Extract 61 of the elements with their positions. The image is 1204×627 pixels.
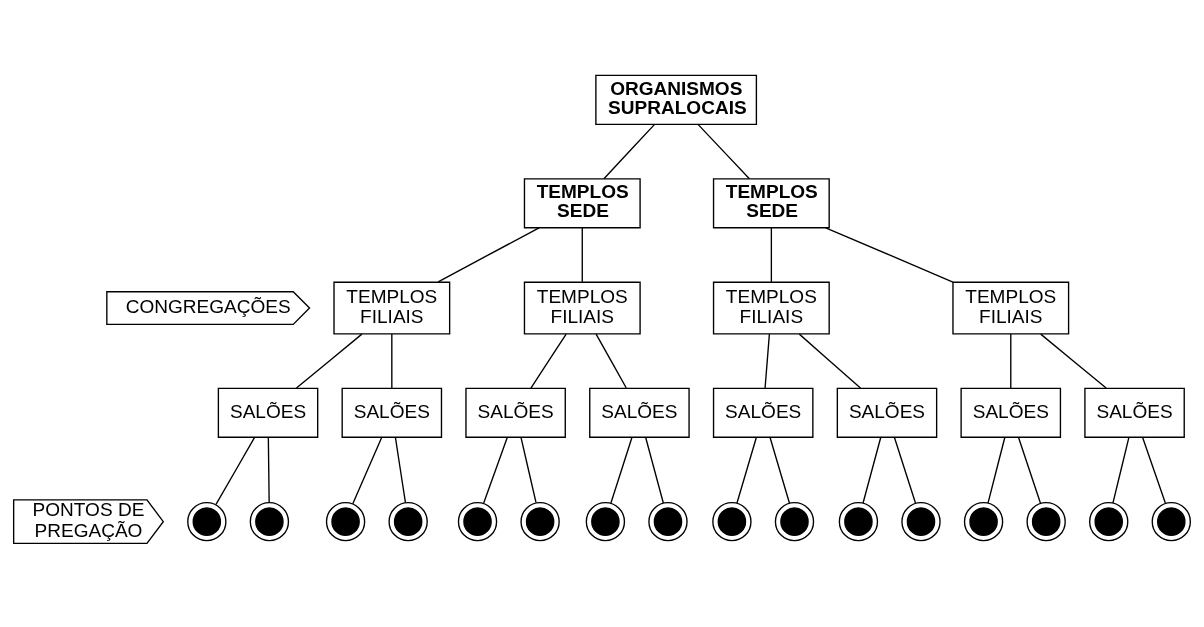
connector <box>520 437 537 504</box>
connector <box>770 227 773 283</box>
node-box: SALÕES <box>1084 387 1185 438</box>
node-circle <box>249 501 290 542</box>
connector <box>825 227 954 283</box>
node-circle <box>648 501 688 542</box>
connector <box>483 437 508 504</box>
node-box: SALÕES <box>836 387 938 438</box>
node-box: SALÕES <box>217 387 319 438</box>
connector <box>769 437 791 504</box>
node-box: ORGANISMOS SUPRALOCAIS <box>595 74 758 126</box>
node-circle <box>838 501 879 542</box>
node-circle <box>712 501 752 542</box>
node-circle <box>1089 501 1129 542</box>
connector <box>267 437 270 504</box>
node-box: TEMPLOS SEDE <box>712 178 830 229</box>
node-circle <box>774 501 815 542</box>
connector <box>603 123 656 180</box>
node-box: SALÕES <box>589 387 690 438</box>
connector <box>645 437 664 504</box>
connector <box>1040 333 1107 389</box>
connector <box>1112 437 1130 504</box>
node-box: SALÕES <box>960 387 1062 438</box>
connector <box>610 437 633 504</box>
connector <box>1017 437 1042 504</box>
node-box: SALÕES <box>341 387 443 438</box>
connector <box>352 437 383 505</box>
connector <box>215 437 256 506</box>
node-circle <box>457 501 498 542</box>
node-circle <box>388 501 428 542</box>
node-circle <box>1151 501 1191 542</box>
node-box: TEMPLOS FILIAIS <box>952 281 1070 335</box>
connector <box>1010 333 1012 389</box>
connector <box>394 437 407 504</box>
node-circle <box>187 501 227 542</box>
connector <box>893 437 917 504</box>
node-box: SALÕES <box>465 387 566 438</box>
node-box: TEMPLOS SEDE <box>523 178 641 229</box>
connector <box>862 437 882 504</box>
node-circle <box>1026 501 1066 542</box>
connector <box>581 227 583 283</box>
node-box: TEMPLOS FILIAIS <box>333 281 451 335</box>
connector <box>798 333 862 389</box>
connector <box>987 437 1006 504</box>
connector <box>764 333 771 389</box>
connector <box>391 333 393 389</box>
node-box: TEMPLOS FILIAIS <box>712 281 830 335</box>
node-circle <box>520 501 560 542</box>
connector <box>530 333 567 389</box>
connector <box>595 333 627 389</box>
connector <box>697 123 751 180</box>
node-circle <box>901 501 941 542</box>
node-circle <box>963 501 1004 542</box>
node-circle <box>585 501 626 542</box>
node-box: SALÕES <box>712 387 814 438</box>
connector <box>437 227 540 283</box>
node-circle <box>325 501 366 542</box>
connector <box>295 333 363 389</box>
connector <box>736 437 757 504</box>
connector <box>1142 437 1166 504</box>
node-box: TEMPLOS FILIAIS <box>523 281 641 335</box>
